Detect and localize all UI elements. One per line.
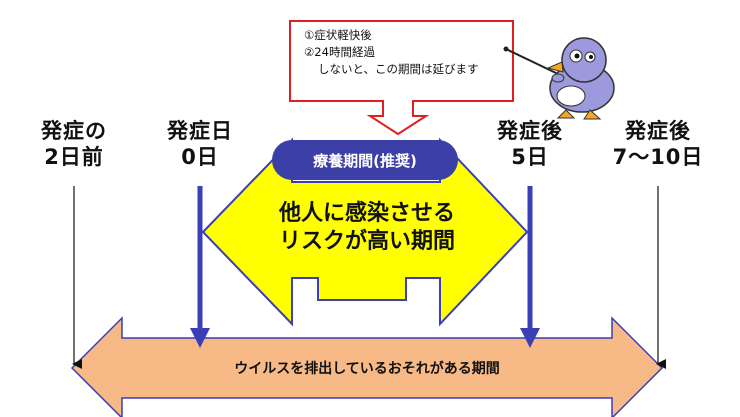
- onset-day-label: 発症日 0日: [167, 119, 233, 170]
- callout-line-1: ①症状軽快後: [304, 28, 372, 42]
- callout-line-2: ②24時間経過: [304, 45, 375, 59]
- high-risk-period-arrow: [201, 137, 529, 327]
- onset-day-arrow: [190, 328, 210, 348]
- callout-down-arrow: [366, 101, 430, 136]
- recommended-rest-label: 療養期間(推奨): [313, 152, 417, 170]
- callout-line-3: しないと、この期間は延びます: [318, 62, 479, 76]
- virus-shedding-period-label: ウイルスを排出しているおそれがある期間: [234, 361, 500, 377]
- bird-teacher-icon: [503, 37, 615, 120]
- after7-label: 発症後 7～10日: [612, 119, 704, 170]
- after5-label: 発症後 5日: [497, 119, 563, 170]
- onset-minus2-label: 発症の 2日前: [41, 119, 107, 170]
- recommended-rest-banner: [272, 140, 458, 180]
- after5-arrow: [520, 328, 540, 348]
- high-risk-period-label: 他人に感染させる リスクが高い期間: [278, 201, 455, 254]
